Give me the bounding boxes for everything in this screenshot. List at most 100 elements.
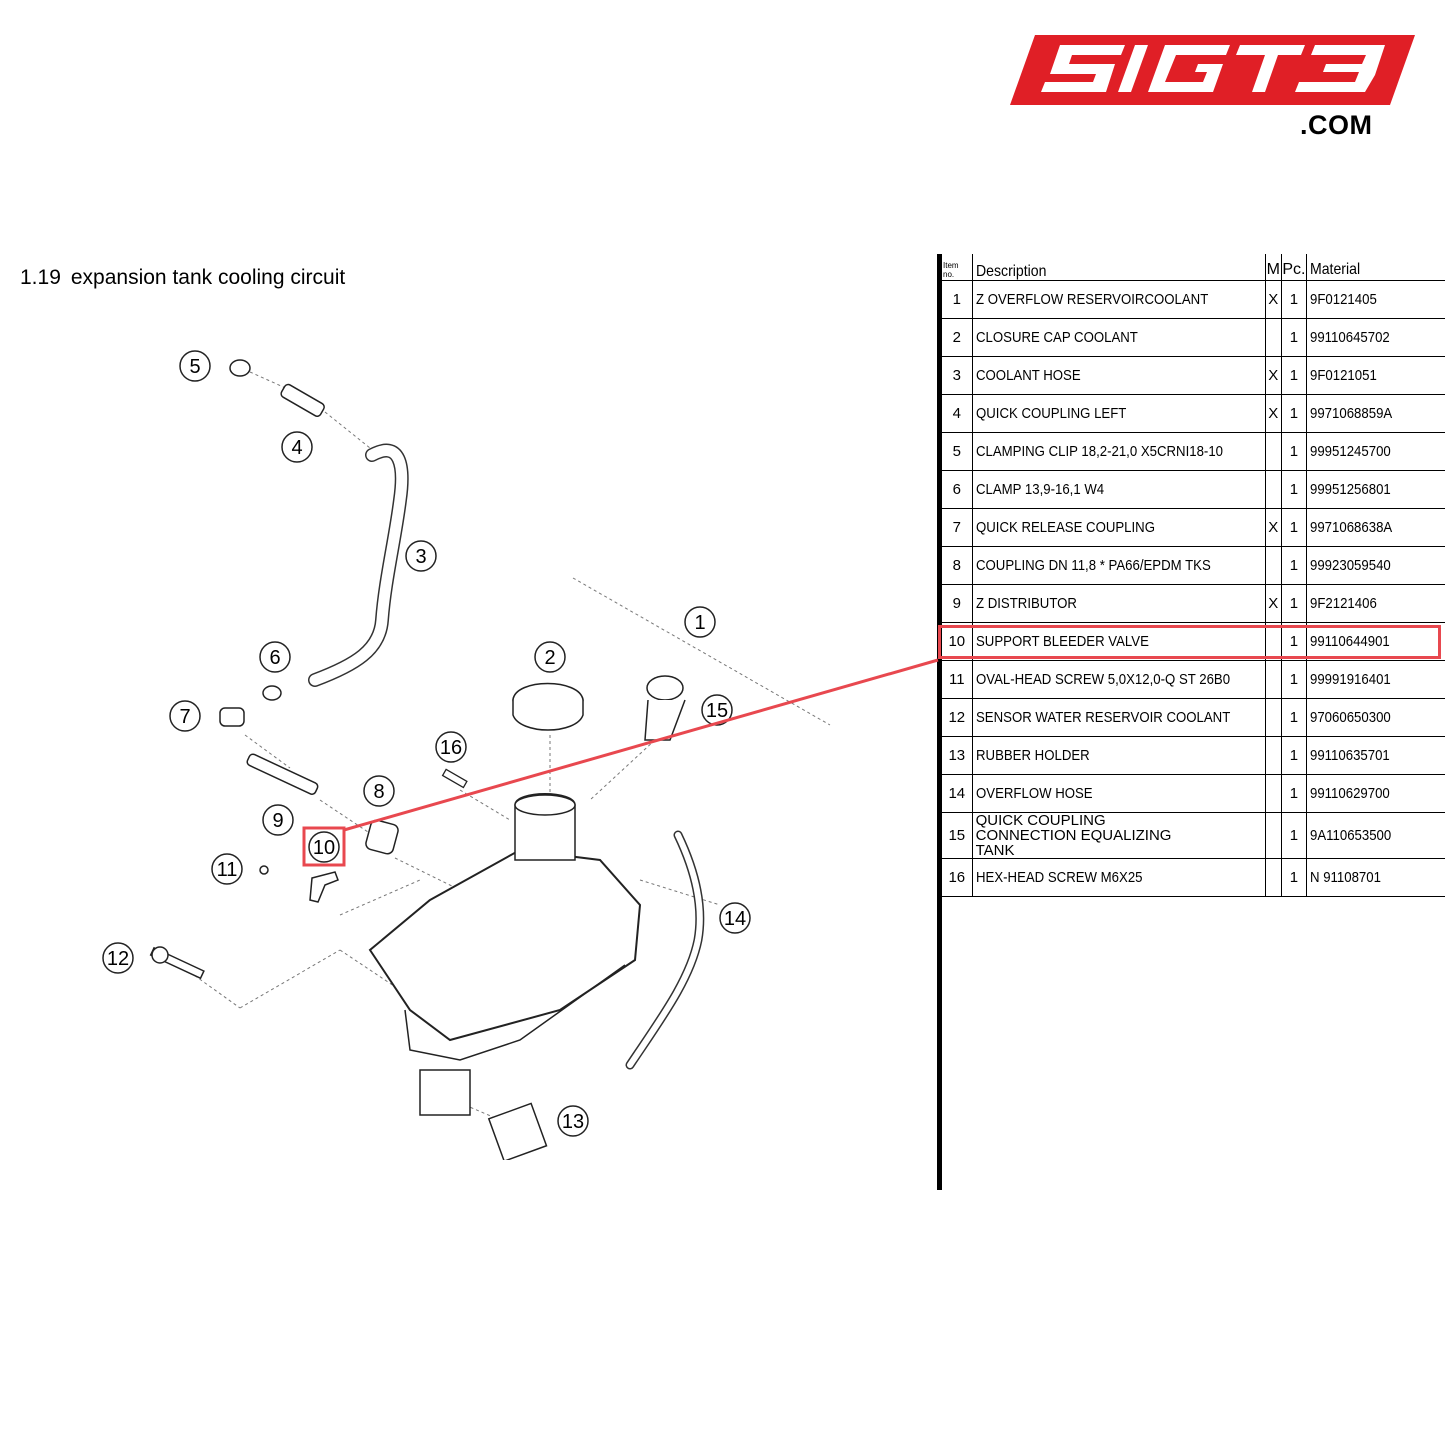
- callout-3: 3: [405, 540, 437, 572]
- svg-text:11: 11: [217, 859, 238, 881]
- callout-13: 13: [557, 1105, 589, 1137]
- section-number: 1.19: [20, 266, 61, 289]
- row-description: COOLANT HOSE: [972, 356, 1266, 395]
- svg-text:7: 7: [179, 706, 190, 728]
- row-pc: 1: [1281, 660, 1307, 699]
- row-item-no: 5: [942, 432, 973, 471]
- row-pc: 1: [1281, 432, 1307, 471]
- row-pc: 1: [1281, 698, 1307, 737]
- row-material: 99110635701: [1306, 736, 1445, 775]
- row-description: QUICK RELEASE COUPLING: [972, 508, 1266, 547]
- callout-7: 7: [169, 700, 201, 732]
- callout-5: 5: [179, 350, 211, 382]
- svg-text:5: 5: [189, 356, 200, 378]
- row-m: X: [1265, 508, 1283, 547]
- row-pc: 1: [1281, 470, 1307, 509]
- table-row: 9 Z DISTRIBUTOR X 1 9F2121406: [942, 584, 1445, 623]
- parts-table: Item no. Description M Pc. Material 1 Z …: [942, 254, 1445, 897]
- row-description: SUPPORT BLEEDER VALVE: [972, 622, 1266, 661]
- row-item-no: 7: [942, 508, 973, 547]
- svg-text:12: 12: [107, 948, 129, 970]
- svg-text:13: 13: [562, 1111, 584, 1133]
- callout-9: 9: [262, 804, 294, 836]
- header-item-no: Item no.: [942, 254, 973, 281]
- exploded-parts-diagram: 1 2 3 4 5 6 7 8 9 10 11 12 13 14 15 16: [102, 350, 831, 1160]
- row-item-no: 12: [942, 698, 973, 737]
- header-description: Description: [972, 254, 1266, 281]
- callout-11: 11: [211, 853, 243, 885]
- row-item-no: 2: [942, 318, 973, 357]
- table-row-highlighted: 10 SUPPORT BLEEDER VALVE 1 99110644901: [942, 622, 1445, 661]
- row-material: 99951245700: [1306, 432, 1445, 471]
- table-row: 8 COUPLING DN 11,8 * PA66/EPDM TKS 1 999…: [942, 546, 1445, 585]
- row-description: OVERFLOW HOSE: [972, 774, 1266, 813]
- row-description: COUPLING DN 11,8 * PA66/EPDM TKS: [972, 546, 1266, 585]
- row-material: 99991916401: [1306, 660, 1445, 699]
- callout-2: 2: [534, 641, 566, 673]
- row-item-no: 6: [942, 470, 973, 509]
- callout-16: 16: [435, 731, 467, 763]
- row-pc: 1: [1281, 280, 1307, 319]
- row-item-no: 14: [942, 774, 973, 813]
- row-item-no: 10: [942, 622, 973, 661]
- section-title: 1.19 expansion tank cooling circuit: [20, 266, 345, 290]
- row-pc: 1: [1281, 508, 1307, 547]
- row-description: CLAMPING CLIP 18,2-21,0 X5CRNI18-10: [972, 432, 1266, 471]
- row-pc: 1: [1281, 394, 1307, 433]
- header-pc: Pc.: [1281, 254, 1307, 281]
- row-m: [1265, 470, 1283, 509]
- row-material: 99923059540: [1306, 546, 1445, 585]
- row-m: X: [1265, 394, 1283, 433]
- row-description: CLAMP 13,9-16,1 W4: [972, 470, 1266, 509]
- row-item-no: 1: [942, 280, 973, 319]
- callout-10: 10: [308, 831, 340, 863]
- row-pc: 1: [1281, 318, 1307, 357]
- row-m: [1265, 774, 1283, 813]
- row-item-no: 15: [942, 812, 973, 859]
- row-m: X: [1265, 356, 1283, 395]
- row-pc: 1: [1281, 858, 1307, 897]
- row-pc: 1: [1281, 356, 1307, 395]
- row-m: [1265, 432, 1283, 471]
- callout-8: 8: [363, 775, 395, 807]
- table-row: 2 CLOSURE CAP COOLANT 1 99110645702: [942, 318, 1445, 357]
- row-m: [1265, 858, 1283, 897]
- svg-text:4: 4: [291, 437, 302, 459]
- row-description: Z OVERFLOW RESERVOIRCOOLANT: [972, 280, 1266, 319]
- row-description: OVAL-HEAD SCREW 5,0X12,0-Q ST 26B0: [972, 660, 1266, 699]
- row-item-no: 9: [942, 584, 973, 623]
- row-material: 97060650300: [1306, 698, 1445, 737]
- row-pc: 1: [1281, 812, 1307, 859]
- row-pc: 1: [1281, 546, 1307, 585]
- table-row: 12 SENSOR WATER RESERVOIR COOLANT 1 9706…: [942, 698, 1445, 737]
- row-m: X: [1265, 280, 1283, 319]
- row-material: 99110644901: [1306, 622, 1445, 661]
- row-item-no: 4: [942, 394, 973, 433]
- header-material: Material: [1306, 254, 1445, 281]
- header-m: M: [1265, 254, 1283, 281]
- table-header-row: Item no. Description M Pc. Material: [942, 254, 1445, 281]
- table-row: 14 OVERFLOW HOSE 1 99110629700: [942, 774, 1445, 813]
- row-description: SENSOR WATER RESERVOIR COOLANT: [972, 698, 1266, 737]
- table-row: 6 CLAMP 13,9-16,1 W4 1 99951256801: [942, 470, 1445, 509]
- callout-4: 4: [281, 431, 313, 463]
- svg-text:3: 3: [415, 546, 426, 568]
- row-description: QUICK COUPLING CONNECTION EQUALIZING TAN…: [972, 812, 1266, 859]
- table-row: 3 COOLANT HOSE X 1 9F0121051: [942, 356, 1445, 395]
- row-m: [1265, 736, 1283, 775]
- section-name: expansion tank cooling circuit: [70, 266, 346, 289]
- row-pc: 1: [1281, 622, 1307, 661]
- callout-12: 12: [102, 942, 134, 974]
- row-description: RUBBER HOLDER: [972, 736, 1266, 775]
- row-m: [1265, 660, 1283, 699]
- row-pc: 1: [1281, 774, 1307, 813]
- row-m: [1265, 812, 1283, 859]
- row-m: [1265, 698, 1283, 737]
- row-item-no: 13: [942, 736, 973, 775]
- table-row: 11 OVAL-HEAD SCREW 5,0X12,0-Q ST 26B0 1 …: [942, 660, 1445, 699]
- table-left-rule: [937, 254, 942, 1190]
- row-material: 9971068859A: [1306, 394, 1445, 433]
- row-pc: 1: [1281, 584, 1307, 623]
- svg-text:8: 8: [373, 781, 384, 803]
- row-m: [1265, 318, 1283, 357]
